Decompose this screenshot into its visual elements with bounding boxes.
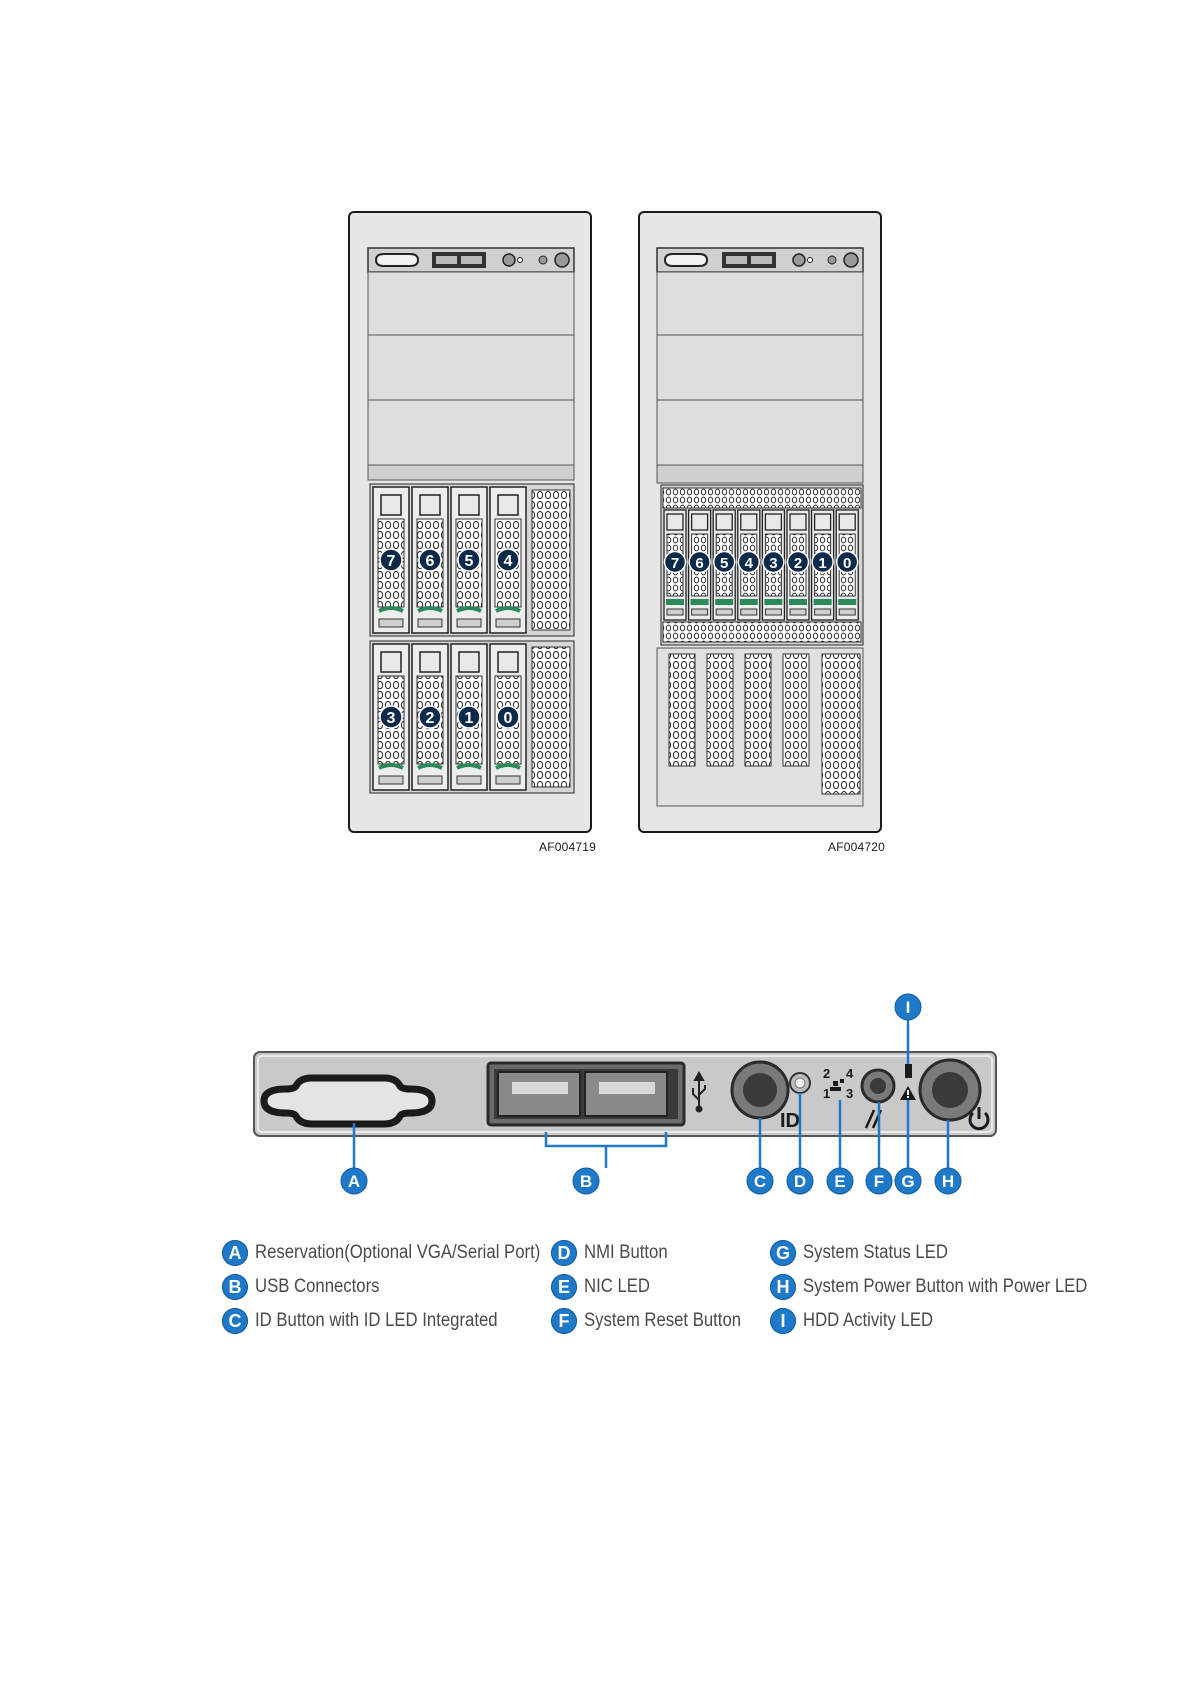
callout-b: B	[573, 1168, 599, 1194]
callout-i: I	[895, 994, 921, 1020]
callout-letter: H	[942, 1172, 954, 1191]
callout-a: A	[341, 1168, 367, 1194]
legend-item-c: C ID Button with ID LED Integrated	[222, 1305, 531, 1337]
callout-letter: B	[580, 1172, 592, 1191]
callout-e: E	[827, 1168, 853, 1194]
legend-badge-c: C	[222, 1308, 248, 1334]
front-control-panel-figure: ID 2 4 1 3	[0, 0, 1190, 1220]
legend-text-i: HDD Activity LED	[803, 1310, 933, 1332]
callout-letter: A	[348, 1172, 360, 1191]
callout-letter: C	[754, 1172, 766, 1191]
callout-g: G	[895, 1168, 921, 1194]
legend-item-f: F System Reset Button	[551, 1305, 762, 1337]
nic-number: 1	[823, 1086, 830, 1101]
callout-c: C	[747, 1168, 773, 1194]
legend-text-h: System Power Button with Power LED	[803, 1276, 1087, 1298]
legend-text-a: Reservation(Optional VGA/Serial Port)	[255, 1242, 540, 1264]
legend-badge-f: F	[551, 1308, 577, 1334]
legend-text-d: NMI Button	[584, 1242, 668, 1264]
nic-number: 3	[846, 1086, 853, 1101]
legend-item-g: G System Status LED	[770, 1237, 968, 1269]
callout-h: H	[935, 1168, 961, 1194]
legend-text-c: ID Button with ID LED Integrated	[255, 1310, 498, 1332]
id-label: ID	[780, 1110, 800, 1132]
callout-letter: D	[794, 1172, 806, 1191]
legend-text-f: System Reset Button	[584, 1310, 741, 1332]
nic-number: 2	[823, 1066, 830, 1081]
legend-text-b: USB Connectors	[255, 1276, 380, 1298]
legend-badge-b: B	[222, 1274, 248, 1300]
legend-item-b: B USB Connectors	[222, 1271, 397, 1303]
nic-number: 4	[846, 1066, 854, 1081]
legend-badge-h: H	[770, 1274, 796, 1300]
callout-letter: F	[874, 1172, 884, 1191]
callout-d: D	[787, 1168, 813, 1194]
legend-item-h: H System Power Button with Power LED	[770, 1271, 1126, 1303]
legend-text-e: NIC LED	[584, 1276, 650, 1298]
legend-item-e: E NIC LED	[551, 1271, 659, 1303]
reset-button[interactable]	[862, 1070, 894, 1102]
legend-badge-e: E	[551, 1274, 577, 1300]
legend-item-d: D NMI Button	[551, 1237, 679, 1269]
hdd-activity-led-icon	[905, 1064, 912, 1078]
callout-letter: I	[906, 998, 911, 1017]
callout-letter: E	[834, 1172, 845, 1191]
legend-badge-d: D	[551, 1240, 577, 1266]
legend-badge-a: A	[222, 1240, 248, 1266]
legend-item-a: A Reservation(Optional VGA/Serial Port)	[222, 1237, 579, 1269]
legend-badge-g: G	[770, 1240, 796, 1266]
legend-text-g: System Status LED	[803, 1242, 948, 1264]
power-button[interactable]	[920, 1060, 980, 1120]
legend-item-i: I HDD Activity LED	[770, 1305, 951, 1337]
callout-letter: G	[901, 1172, 914, 1191]
legend-badge-i: I	[770, 1308, 796, 1334]
callout-f: F	[866, 1168, 892, 1194]
